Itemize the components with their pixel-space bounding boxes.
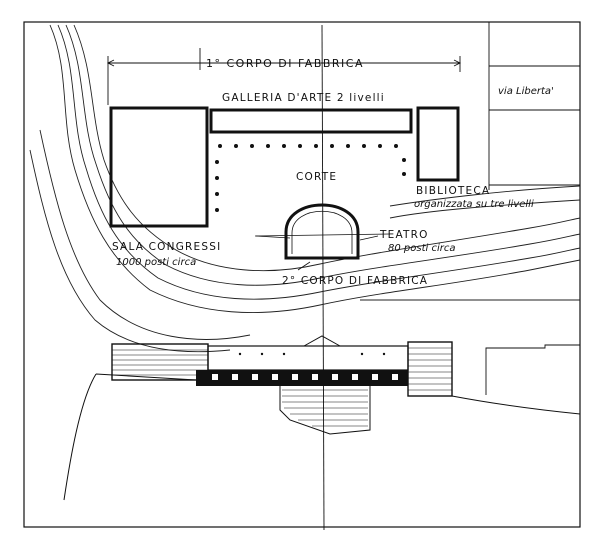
elevation-window-dots (212, 374, 398, 380)
label-corpo1: 1° CORPO DI FABBRICA (206, 57, 364, 70)
sala-congressi-block (109, 106, 209, 228)
horizontal-axis-line (254, 233, 391, 237)
leader-lines (255, 235, 379, 271)
label-teatro-1: TEATRO (379, 229, 429, 241)
label-biblioteca-2: organizzata su tre livelli (414, 199, 534, 210)
label-biblioteca-1: BIBLIOTECA (416, 185, 490, 197)
teatro-inner-arc (291, 211, 353, 254)
terrain-contours (29, 24, 581, 353)
teatro-block (284, 203, 360, 260)
colonnade-dots (215, 144, 406, 212)
label-teatro-2: 80 posti circa (388, 243, 455, 254)
street-via-liberta (488, 22, 580, 190)
label-corte: CORTE (296, 171, 337, 183)
elevation-roof-dots (238, 352, 386, 356)
label-sala-2: 1000 posti circa (116, 257, 196, 268)
drawing-frame (23, 21, 581, 528)
label-galleria: GALLERIA D'ARTE 2 livelli (222, 92, 385, 104)
label-corpo2: 2° CORPO DI FABBRICA (282, 275, 428, 287)
label-sala-1: SALA CONGRESSI (112, 241, 221, 253)
label-via: via Liberta' (498, 86, 554, 97)
biblioteca-block (416, 106, 460, 182)
neighbor-building (485, 344, 580, 395)
ground-line (63, 373, 581, 501)
dimension-line-corpo1 (106, 48, 462, 105)
galleria-arte-block (209, 108, 413, 134)
